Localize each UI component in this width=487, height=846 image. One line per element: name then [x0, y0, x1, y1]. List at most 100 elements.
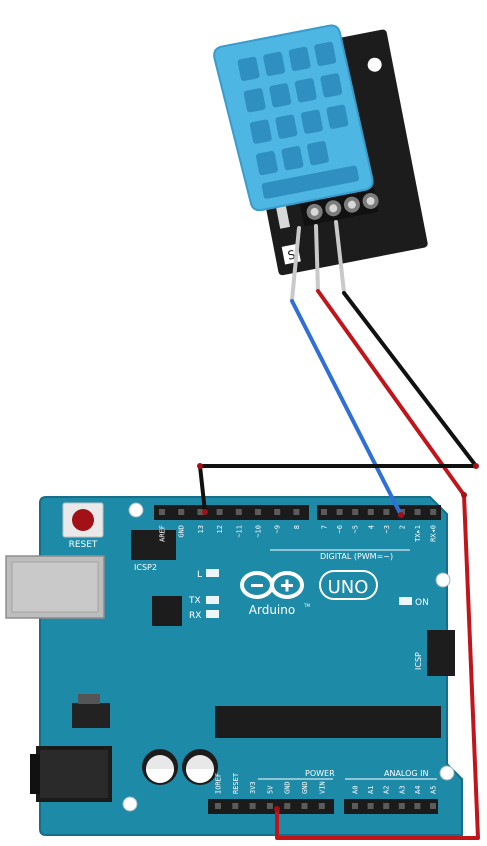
pin-label: 8 [293, 525, 301, 529]
pin-label: AREF [159, 525, 167, 542]
uno-badge [319, 570, 378, 600]
pin-label: ~10 [255, 525, 263, 538]
header-pin [178, 509, 185, 515]
wire-data [290, 299, 403, 517]
sensor-pin [343, 196, 360, 213]
header-pin [321, 509, 327, 515]
pin-label: 4 [367, 525, 375, 529]
grill-slot [269, 83, 292, 108]
pin-label: GND [178, 525, 186, 538]
led-rx-label: RX [189, 611, 201, 621]
pin-label: RESET [232, 772, 240, 794]
header-pin [352, 509, 359, 515]
grill-slot [326, 104, 349, 129]
header-pin [215, 803, 221, 809]
wire-junction [197, 463, 203, 469]
header-pin [383, 803, 390, 809]
header-pin [216, 509, 223, 515]
capacitor [142, 749, 178, 785]
header-pin [274, 509, 281, 515]
pin-label: ~3 [383, 525, 391, 533]
small-chip [152, 596, 182, 626]
led-tx-label: TX [188, 596, 201, 606]
grill-slot [320, 73, 343, 98]
icsp-header [427, 630, 455, 676]
pin-label: A4 [414, 786, 422, 794]
grill-slot [314, 41, 337, 67]
board-pcb [39, 496, 463, 836]
analog-header-label: ANALOG IN [384, 769, 429, 778]
header-pin [336, 509, 343, 515]
arduino-logo [240, 571, 304, 599]
arduino-wordmark: Arduino [249, 603, 295, 617]
header-pin [197, 509, 204, 515]
reset-button[interactable] [62, 502, 104, 538]
pcb-hole [367, 57, 382, 72]
reset-label: RESET [69, 540, 98, 550]
arduino-uno-board: RESET ICSP2 ICSP [5, 496, 463, 836]
led-tx [206, 596, 219, 604]
pin-label: VIN [318, 781, 326, 794]
pin-label: A1 [367, 786, 375, 794]
digital-pin-row [159, 509, 437, 515]
mounting-hole [128, 502, 144, 518]
sensor-pin [325, 200, 342, 217]
power-jack [30, 746, 112, 802]
header-pin [301, 803, 308, 809]
mounting-hole [439, 765, 455, 781]
analog-header [344, 799, 438, 814]
pin-label: A2 [383, 786, 391, 794]
capacitor [182, 749, 218, 785]
header-pin [318, 803, 325, 809]
sensor-pin [362, 193, 379, 210]
mounting-hole [122, 796, 138, 812]
sensor-grill [237, 41, 359, 199]
digital-header-label: DIGITAL (PWM=~) [320, 552, 393, 561]
wire-junction [398, 512, 404, 518]
grill-slot [263, 51, 286, 76]
header-pin [430, 803, 436, 809]
pin-label: 5V [266, 785, 274, 794]
wire-junction [202, 509, 208, 515]
grill-slot [307, 141, 329, 166]
pin-label: 3V3 [249, 781, 257, 794]
smd-resistor [276, 205, 291, 229]
led-rx [206, 610, 219, 618]
pin-label: A5 [430, 786, 438, 794]
wire-junction [461, 492, 467, 498]
pin-label: 7 [321, 525, 329, 529]
grill-slot [300, 109, 323, 134]
power-header-label: POWER [305, 769, 335, 778]
mounting-hole [435, 572, 451, 588]
header-pin [284, 803, 291, 809]
pin-label: 13 [197, 525, 205, 533]
header-pin [266, 803, 273, 809]
wire-junction [473, 463, 479, 469]
header-pin [399, 509, 405, 515]
wires [197, 220, 480, 840]
power-pin-row [215, 803, 325, 809]
led-on [399, 597, 412, 605]
grill-slot [294, 78, 317, 103]
led-on-label: ON [415, 598, 429, 608]
icsp2-header [131, 530, 176, 560]
trademark: TM [303, 603, 310, 608]
header-pin [367, 509, 374, 515]
icsp-label: ICSP [414, 652, 423, 670]
header-pin [398, 803, 405, 809]
dht11-module: S [213, 24, 428, 276]
grill-slot [281, 146, 304, 171]
pin-label: 2 [399, 525, 407, 529]
header-pin [414, 803, 421, 809]
pin-label: ~11 [235, 525, 243, 538]
sensor-pin-marker: S [286, 248, 296, 263]
digital-header-right [317, 505, 441, 520]
pin-label: GND [284, 781, 292, 794]
pin-label: 12 [216, 525, 224, 533]
pin-label: GND [301, 781, 309, 794]
header-pin [414, 509, 421, 515]
grill-slot [256, 150, 278, 176]
pin-label: TX▸1 [414, 525, 422, 542]
header-pin [352, 803, 358, 809]
